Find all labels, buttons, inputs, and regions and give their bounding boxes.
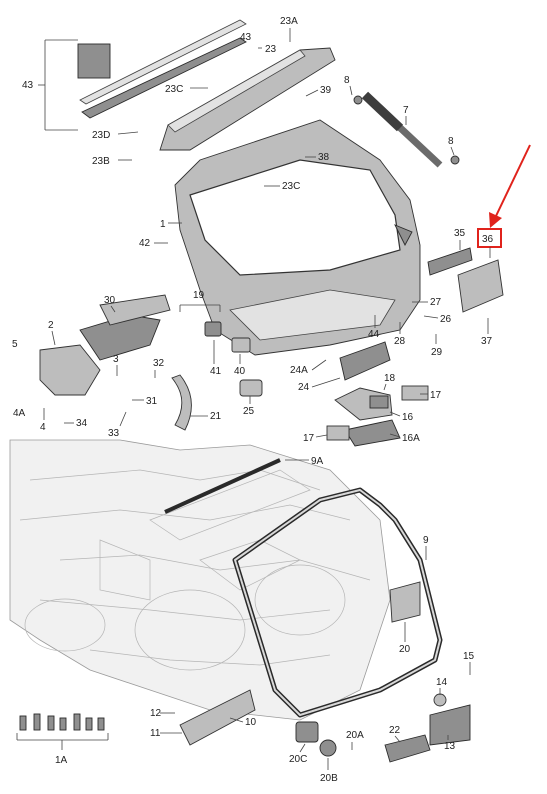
callout-42: 42 — [139, 238, 151, 249]
part-35-plate — [427, 247, 473, 276]
callout-9A: 9A — [311, 456, 324, 467]
callout-27: 27 — [430, 297, 442, 308]
callout-32: 32 — [153, 358, 165, 369]
part-10-cable — [179, 689, 256, 746]
callout-28: 28 — [394, 336, 406, 347]
callout-labels: 43 43 23 23A 23C 23D 23B 39 38 23C 8 8 7… — [12, 16, 531, 784]
callout-18: 18 — [384, 373, 396, 384]
callout-2: 2 — [48, 320, 54, 331]
highlight-box-36 — [477, 228, 502, 248]
part-9A-seal — [164, 458, 281, 514]
callout-23: 23 — [265, 44, 277, 55]
callout-19: 19 — [193, 290, 205, 301]
part-40-buffer — [231, 337, 251, 353]
callout-43-top: 43 — [240, 32, 252, 43]
part-9-door-seal — [232, 487, 443, 718]
part-41-buffer — [204, 321, 222, 337]
part-16A-seal — [344, 419, 401, 447]
part-20B-cap — [319, 739, 337, 757]
callout-43-left: 43 — [22, 80, 34, 91]
callout-7: 7 — [403, 105, 409, 116]
callout-23C-top: 23C — [165, 84, 183, 95]
callout-34: 34 — [76, 418, 88, 429]
highlight-arrowhead — [489, 212, 502, 228]
part-20C-bolt — [295, 721, 319, 743]
callout-17-left: 17 — [303, 433, 315, 444]
callout-33: 33 — [108, 428, 120, 439]
callout-13: 13 — [444, 741, 456, 752]
vehicle-body — [9, 439, 391, 721]
callout-23A: 23A — [280, 16, 298, 27]
part-17-lamp-housing — [401, 385, 429, 401]
callout-4A: 4A — [13, 408, 26, 419]
callout-23B: 23B — [92, 156, 110, 167]
part-22-plate — [384, 734, 431, 763]
part-43-trim-strip — [77, 19, 247, 119]
highlight-arrow — [495, 144, 531, 217]
callout-21: 21 — [210, 411, 222, 422]
callout-8-bottom: 8 — [448, 136, 454, 147]
part-1A-screw-set — [19, 713, 105, 731]
callout-30: 30 — [104, 295, 116, 306]
part-7-gas-strut — [353, 91, 460, 168]
callout-38: 38 — [318, 152, 330, 163]
callout-41: 41 — [210, 366, 222, 377]
callout-17-right: 17 — [430, 390, 442, 401]
callout-16A: 16A — [402, 433, 420, 444]
callout-11: 11 — [150, 728, 161, 739]
part-17-lamp-housing-2 — [326, 425, 350, 441]
callout-22: 22 — [389, 725, 401, 736]
callout-14: 14 — [436, 677, 448, 688]
callout-26: 26 — [440, 314, 452, 325]
callout-36: 36 — [482, 234, 494, 245]
callout-29: 29 — [431, 347, 443, 358]
callout-8-top: 8 — [344, 75, 350, 86]
part-13-lock — [429, 693, 471, 746]
callout-3: 3 — [113, 354, 119, 365]
callout-20: 20 — [399, 644, 411, 655]
part-2-hinge — [39, 294, 171, 396]
part-1-tailgate — [174, 119, 421, 356]
callout-16: 16 — [402, 412, 414, 423]
callout-37: 37 — [481, 336, 493, 347]
callout-44: 44 — [368, 329, 380, 340]
callout-23C-mid: 23C — [282, 181, 300, 192]
callout-23D: 23D — [92, 130, 110, 141]
callout-24: 24 — [298, 382, 310, 393]
callout-31: 31 — [146, 396, 158, 407]
callout-12: 12 — [150, 708, 162, 719]
callout-39: 39 — [320, 85, 332, 96]
callout-20A: 20A — [346, 730, 364, 741]
callout-20C: 20C — [289, 754, 307, 765]
callout-40: 40 — [234, 366, 246, 377]
callout-5: 5 — [12, 339, 18, 350]
callout-4: 4 — [40, 422, 46, 433]
callout-9: 9 — [423, 535, 429, 546]
callout-24A: 24A — [290, 365, 308, 376]
callout-25: 25 — [243, 406, 255, 417]
part-23-spoiler — [159, 47, 336, 151]
callout-10: 10 — [245, 717, 257, 728]
callout-35: 35 — [454, 228, 466, 239]
part-20-striker — [389, 581, 421, 623]
part-24-handle — [339, 341, 391, 381]
part-25-bump-stop — [239, 379, 263, 397]
part-16-lamp — [334, 387, 393, 421]
callout-1: 1 — [160, 219, 166, 230]
callout-1A: 1A — [55, 755, 68, 766]
part-21-trim — [171, 374, 192, 431]
callout-20B: 20B — [320, 773, 338, 784]
part-36-plate — [457, 259, 504, 313]
callout-15: 15 — [463, 651, 475, 662]
